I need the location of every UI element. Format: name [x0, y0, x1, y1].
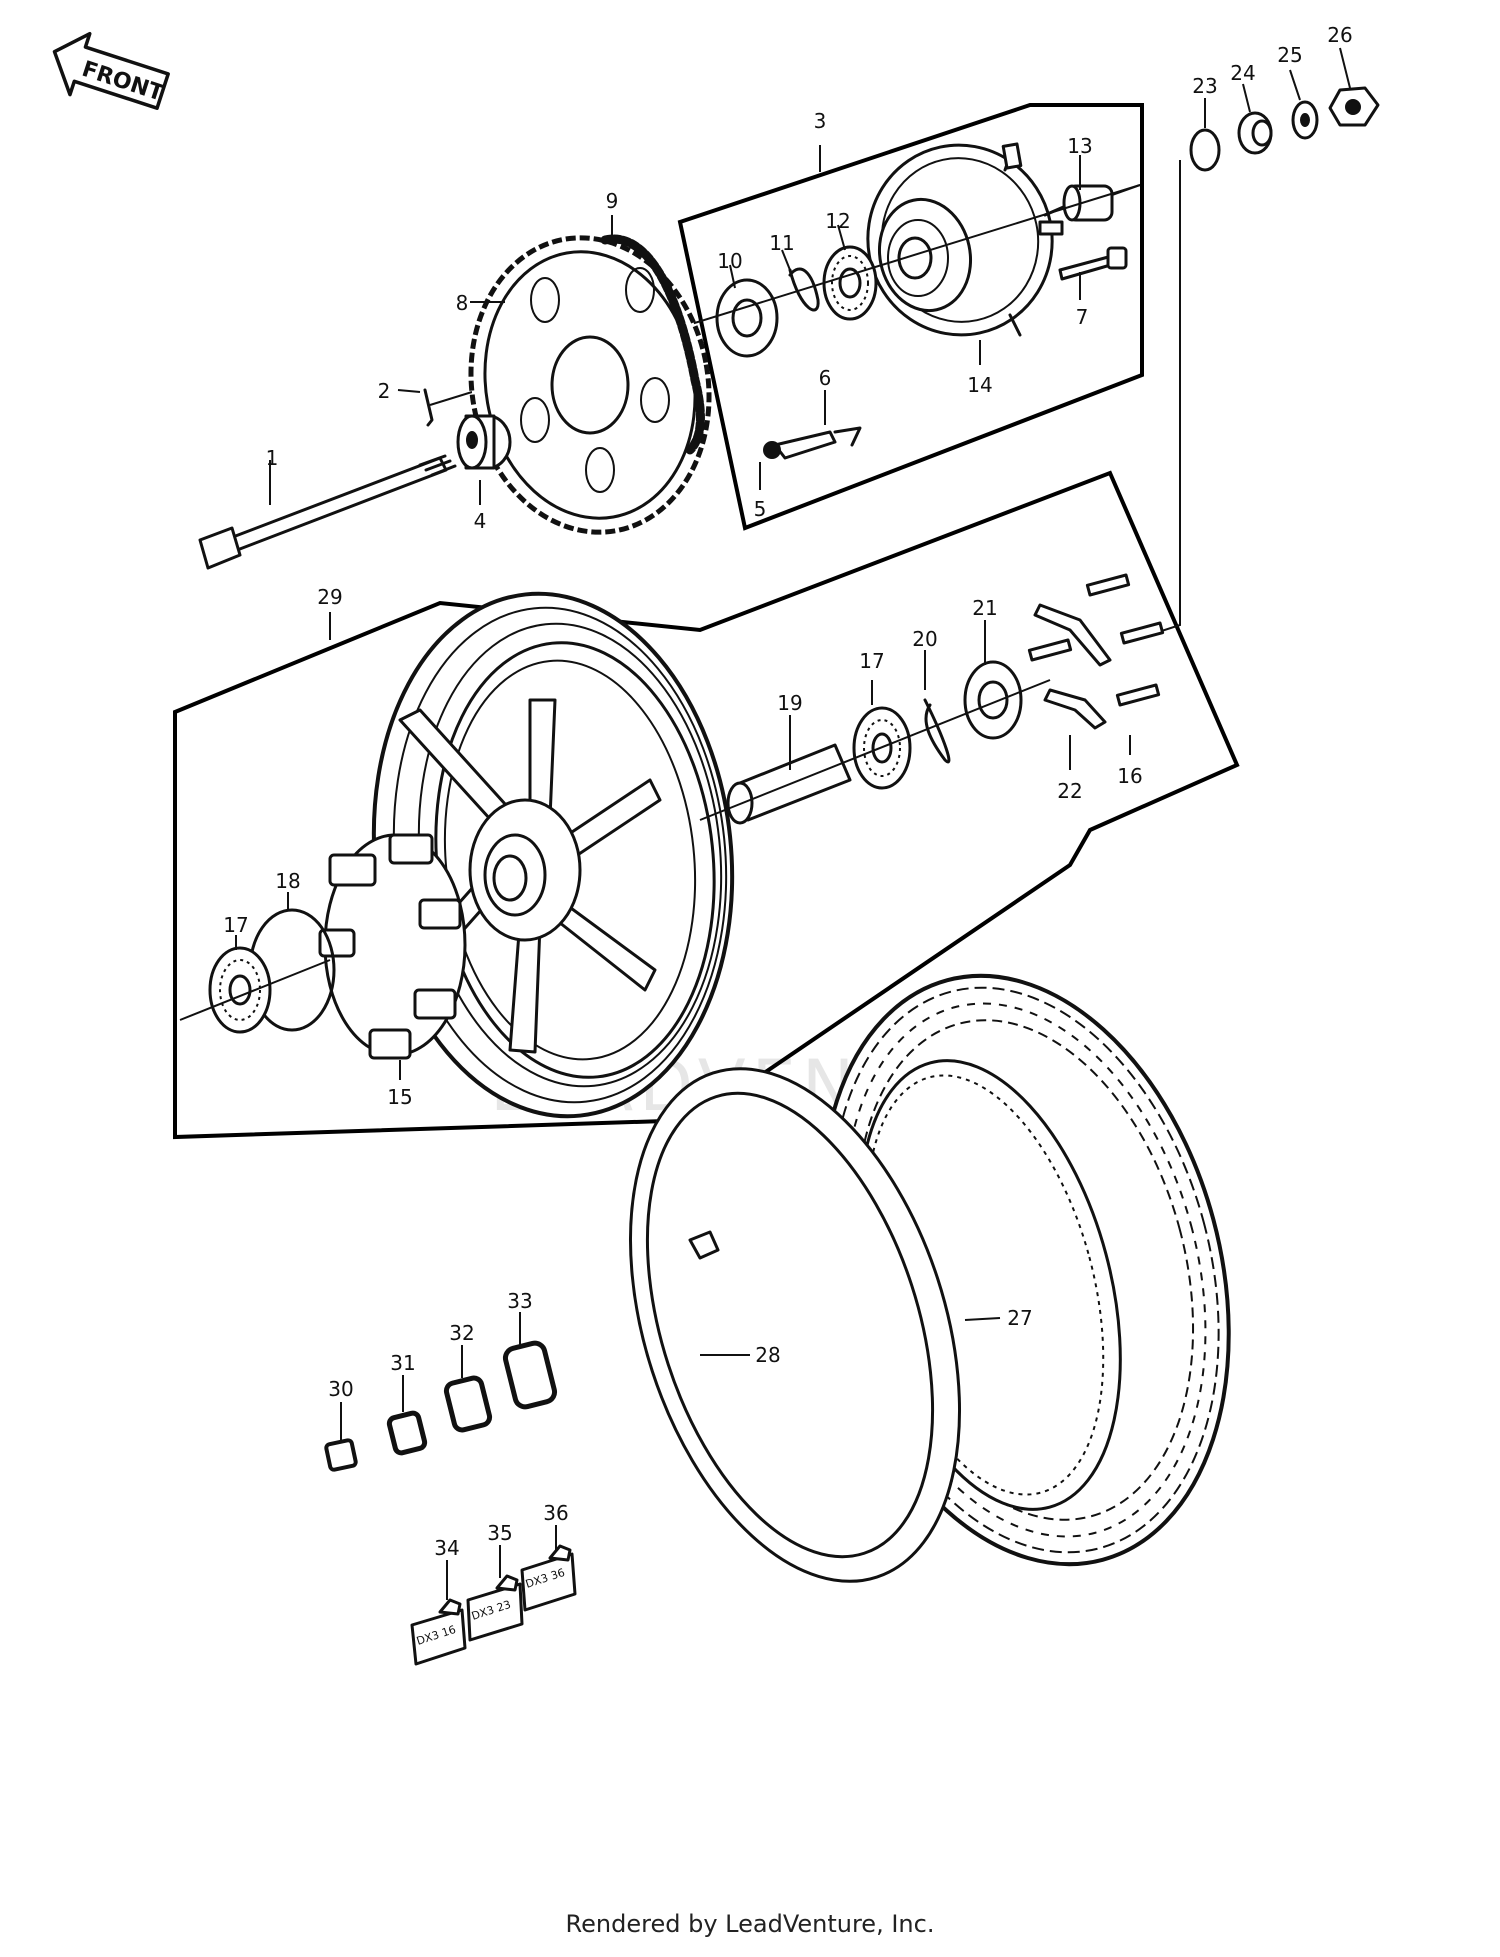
callout-17-left: 17 — [223, 913, 248, 937]
collar — [1062, 184, 1141, 222]
callout-29: 29 — [317, 585, 342, 609]
callout-18: 18 — [275, 869, 300, 893]
callout-14: 14 — [967, 373, 992, 397]
callout-13: 13 — [1067, 134, 1092, 158]
callout-28: 28 — [755, 1343, 780, 1367]
callout-16: 16 — [1117, 764, 1142, 788]
wheel-circlip — [923, 698, 951, 764]
inner-tube — [629, 1067, 961, 1583]
circlip — [788, 267, 820, 312]
rear-axle — [198, 454, 457, 570]
callout-19: 19 — [777, 691, 802, 715]
callout-27: 27 — [1007, 1306, 1032, 1330]
callout-26: 26 — [1327, 23, 1352, 47]
wheel-oil-seal — [963, 660, 1023, 740]
hub-bearing — [822, 245, 878, 321]
spacer — [456, 414, 512, 470]
callout-21: 21 — [972, 596, 997, 620]
axle-nut-set — [1189, 86, 1380, 172]
bolt — [1058, 246, 1128, 281]
oil-seal — [715, 278, 779, 358]
callout-22: 22 — [1057, 779, 1082, 803]
callout-33: 33 — [507, 1289, 532, 1313]
callout-20: 20 — [912, 627, 937, 651]
sprocket-bolts-and-plates — [1027, 573, 1165, 730]
wheel-coupling — [318, 833, 467, 1060]
callout-23: 23 — [1192, 74, 1217, 98]
cast-wheel — [371, 591, 735, 1119]
callout-30: 30 — [328, 1377, 353, 1401]
callout-24: 24 — [1230, 61, 1255, 85]
lock-plate-and-nut — [763, 426, 862, 460]
callout-34: 34 — [434, 1536, 459, 1560]
callout-35: 35 — [487, 1521, 512, 1545]
callout-32: 32 — [449, 1321, 474, 1345]
callout-3: 3 — [814, 109, 827, 133]
drive-chain — [600, 234, 705, 455]
pad-markings: DX3 16 DX3 23 DX3 36 — [415, 1566, 567, 1648]
callout-12: 12 — [825, 209, 850, 233]
axle-alignment-line — [1139, 160, 1181, 639]
callout-15: 15 — [387, 1085, 412, 1109]
callout-5: 5 — [754, 497, 767, 521]
rear-sprocket — [468, 235, 712, 535]
brake-drum-hub — [866, 142, 1070, 337]
callout-numbers: 1 2 3 4 5 6 7 8 9 10 11 12 13 14 15 16 1… — [223, 23, 1352, 1560]
callout-7: 7 — [1076, 305, 1089, 329]
callout-6: 6 — [819, 366, 832, 390]
cotter-pin — [423, 388, 434, 427]
hub-assembly-box — [677, 103, 1144, 531]
callout-10: 10 — [717, 249, 742, 273]
callout-leaders — [235, 47, 1351, 1600]
callout-4: 4 — [474, 509, 487, 533]
callout-9: 9 — [606, 189, 619, 213]
callout-31: 31 — [390, 1351, 415, 1375]
wheel-bearing-left — [208, 946, 272, 1034]
footer-credit: Rendered by LeadVenture, Inc. — [565, 1910, 935, 1938]
front-arrow: FRONT — [52, 31, 170, 110]
callout-2: 2 — [378, 379, 391, 403]
callout-11: 11 — [769, 231, 794, 255]
callout-1: 1 — [266, 446, 279, 470]
callout-8: 8 — [456, 291, 469, 315]
callout-17-right: 17 — [859, 649, 884, 673]
brake-pads — [410, 1544, 577, 1666]
callout-36: 36 — [543, 1501, 568, 1525]
callout-25: 25 — [1277, 43, 1302, 67]
balance-weights — [324, 1340, 558, 1472]
